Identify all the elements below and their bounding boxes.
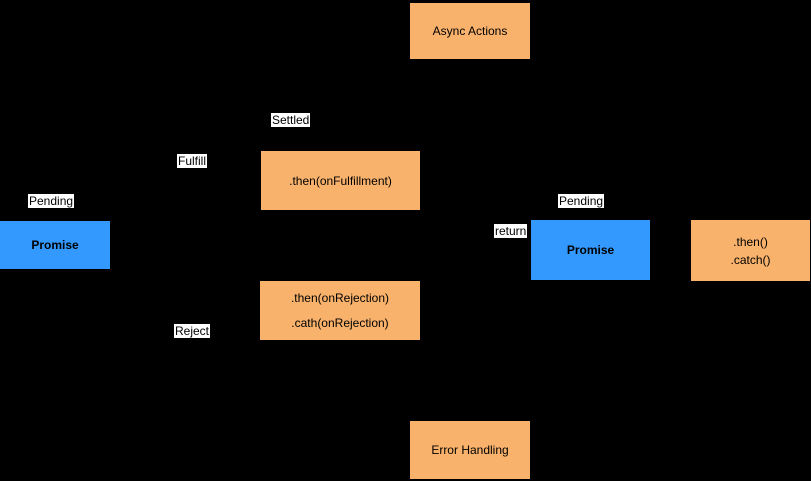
edge-label-pending-right: Pending — [558, 194, 605, 208]
node-then-catch-line2: .catch() — [730, 252, 771, 267]
node-promise-left: Promise — [0, 221, 110, 269]
node-then-onfulfillment-label: .then(onFulfillment) — [289, 173, 392, 188]
node-then-onfulfillment: .then(onFulfillment) — [261, 151, 420, 210]
node-then-catch: .then() .catch() — [691, 220, 810, 281]
node-promise-left-label: Promise — [31, 238, 79, 252]
node-async-actions: Async Actions — [410, 3, 530, 59]
node-then-onrejection: .then(onRejection) .cath(onRejection) — [260, 281, 420, 340]
edge-label-reject: Reject — [174, 324, 211, 338]
node-error-handling-label: Error Handling — [431, 443, 509, 457]
node-promise-right-label: Promise — [566, 243, 615, 257]
edge-label-settled: Settled — [271, 113, 311, 127]
edge-label-fulfill: Fulfill — [177, 154, 208, 168]
node-promise-right: Promise — [531, 220, 650, 280]
node-then-onrejection-line2: .cath(onRejection) — [291, 315, 389, 330]
node-then-catch-line1: .then() — [733, 234, 768, 249]
node-error-handling: Error Handling — [410, 421, 530, 479]
node-then-onrejection-line1: .then(onRejection) — [290, 290, 390, 305]
edge-label-pending-left: Pending — [28, 194, 75, 208]
edge-label-return: return — [494, 224, 528, 238]
node-async-actions-label: Async Actions — [432, 24, 508, 38]
